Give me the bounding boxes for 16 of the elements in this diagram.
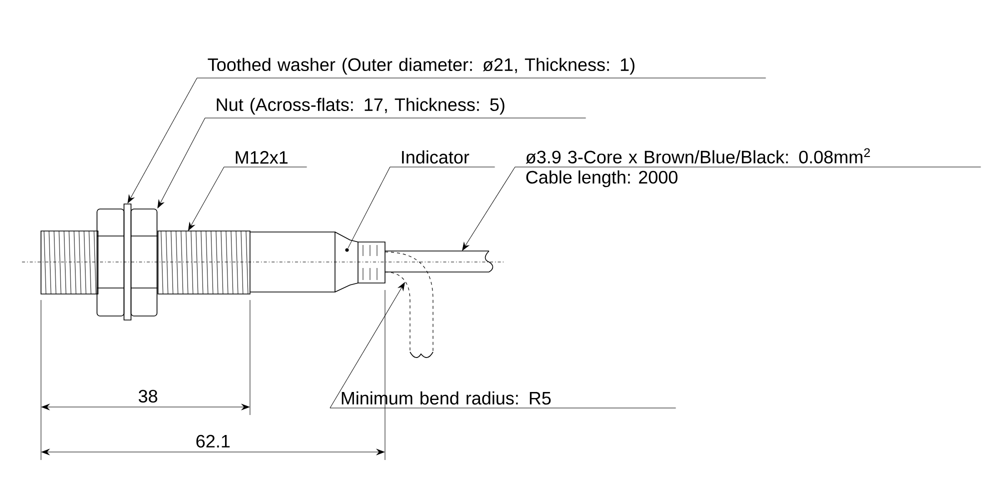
callout-text: M12x1 — [224, 151, 308, 168]
dimension-text: 38 — [138, 390, 158, 403]
callout-text: Minimum bend radius: R5 — [330, 391, 676, 408]
leader-line — [348, 166, 390, 248]
leader-line — [158, 118, 206, 208]
dimension-text: 62.1 — [196, 434, 230, 448]
leader-line — [462, 166, 516, 251]
toothed-washer — [124, 204, 132, 320]
callout-text: Indicator — [390, 150, 496, 168]
callout-text: Nut (Across-flats: 17, Thickness: 5) — [204, 98, 586, 118]
callout-text: Toothed washer (Outer diameter: ø21, Thickness: 1) — [196, 58, 766, 78]
callout-text: ø3.9 3-Core x Brown/Blue/Black: 0.08mm$^{2}$ Cable length: 2000 — [514, 148, 982, 188]
leader-line — [128, 78, 198, 204]
nut — [130, 208, 158, 316]
leader-line — [188, 166, 224, 231]
leader-line — [330, 282, 405, 408]
